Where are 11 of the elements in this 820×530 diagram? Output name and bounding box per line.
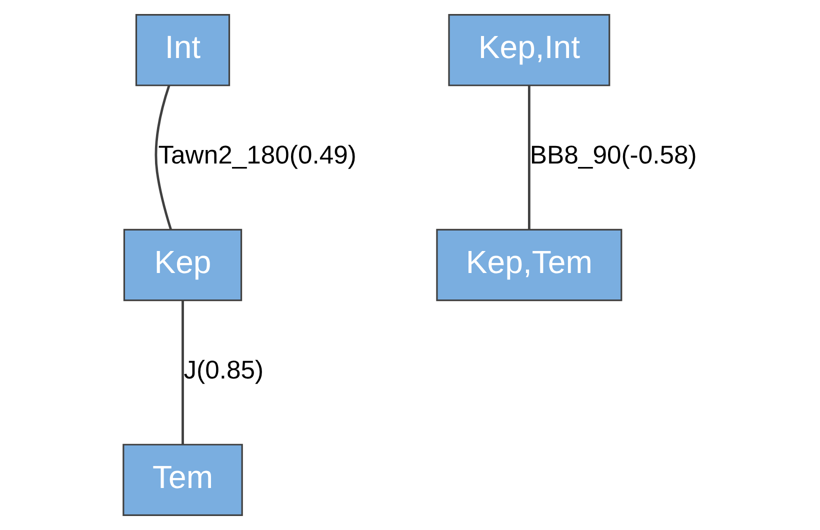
node-box: Int <box>134 14 230 86</box>
connector <box>527 86 530 230</box>
edge-label: BB8_90(-0.58) <box>529 142 696 170</box>
connector <box>154 85 172 230</box>
node-box: Tem <box>122 444 242 516</box>
connector <box>181 300 184 444</box>
edge-label: J(0.85) <box>183 356 264 385</box>
node-box: Kep,Int <box>448 14 610 86</box>
node-box: Kep,Tem <box>436 228 622 302</box>
edge-label: Tawn2_180(0.49) <box>158 142 356 170</box>
node-box: Kep <box>122 228 242 302</box>
